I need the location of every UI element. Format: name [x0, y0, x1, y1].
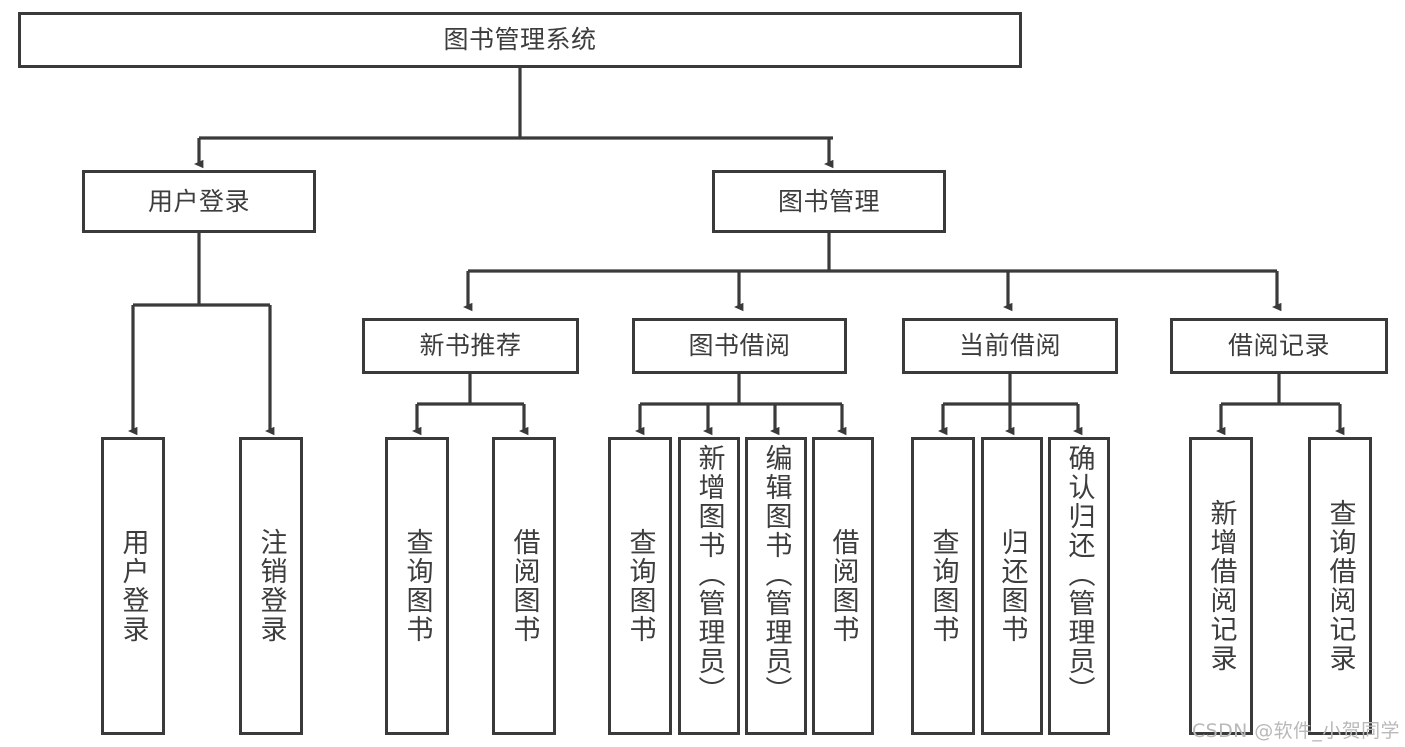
leaf-user-login-label: 用户登录	[117, 528, 149, 644]
leaf-query-book-2-label: 查询图书	[624, 528, 656, 644]
node-borrow-record[interactable]: 借阅记录	[1170, 318, 1388, 374]
leaf-query-book-2[interactable]: 查询图书	[608, 437, 672, 735]
node-new-book-recommend-label: 新书推荐	[419, 331, 522, 361]
node-user-login-label: 用户登录	[147, 186, 250, 216]
leaf-logout-login[interactable]: 注销登录	[239, 437, 303, 735]
csdn-watermark: CSDN @软件_小贺同学	[1192, 720, 1400, 742]
node-root-label: 图书管理系统	[443, 25, 597, 55]
leaf-add-record-label: 新增借阅记录	[1205, 499, 1237, 673]
leaf-query-book-1-label: 查询图书	[401, 528, 433, 644]
node-book-borrow[interactable]: 图书借阅	[632, 318, 847, 374]
node-book-manage[interactable]: 图书管理	[712, 170, 946, 233]
leaf-query-book-1[interactable]: 查询图书	[385, 437, 449, 735]
leaf-return-book[interactable]: 归还图书	[981, 437, 1043, 735]
leaf-borrow-book-1-label: 借阅图书	[508, 528, 540, 644]
leaf-return-book-label: 归还图书	[996, 528, 1028, 644]
leaf-borrow-book-2-label: 借阅图书	[827, 528, 859, 644]
leaf-user-login[interactable]: 用户登录	[101, 437, 165, 735]
node-new-book-recommend[interactable]: 新书推荐	[362, 318, 579, 374]
node-book-borrow-label: 图书借阅	[688, 331, 791, 361]
leaf-add-book[interactable]: 新增图书（管理员）	[678, 437, 740, 735]
leaf-query-record[interactable]: 查询借阅记录	[1308, 437, 1372, 735]
leaf-confirm-return-label: 确认归还（管理员）	[1063, 444, 1095, 705]
leaf-edit-book-label: 编辑图书（管理员）	[760, 444, 792, 705]
leaf-borrow-book-2[interactable]: 借阅图书	[812, 437, 874, 735]
leaf-add-record[interactable]: 新增借阅记录	[1189, 437, 1253, 735]
node-root[interactable]: 图书管理系统	[18, 12, 1022, 68]
leaf-query-record-label: 查询借阅记录	[1324, 499, 1356, 673]
node-current-borrow-label: 当前借阅	[958, 331, 1061, 361]
leaf-logout-login-label: 注销登录	[255, 528, 287, 644]
leaf-borrow-book-1[interactable]: 借阅图书	[492, 437, 556, 735]
leaf-confirm-return[interactable]: 确认归还（管理员）	[1048, 437, 1110, 735]
leaf-query-book-3-label: 查询图书	[927, 528, 959, 644]
leaf-edit-book[interactable]: 编辑图书（管理员）	[745, 437, 807, 735]
leaf-add-book-label: 新增图书（管理员）	[693, 444, 725, 705]
node-borrow-record-label: 借阅记录	[1227, 331, 1330, 361]
node-current-borrow[interactable]: 当前借阅	[902, 318, 1118, 374]
node-book-manage-label: 图书管理	[777, 186, 880, 216]
leaf-query-book-3[interactable]: 查询图书	[911, 437, 975, 735]
node-user-login[interactable]: 用户登录	[82, 170, 316, 233]
